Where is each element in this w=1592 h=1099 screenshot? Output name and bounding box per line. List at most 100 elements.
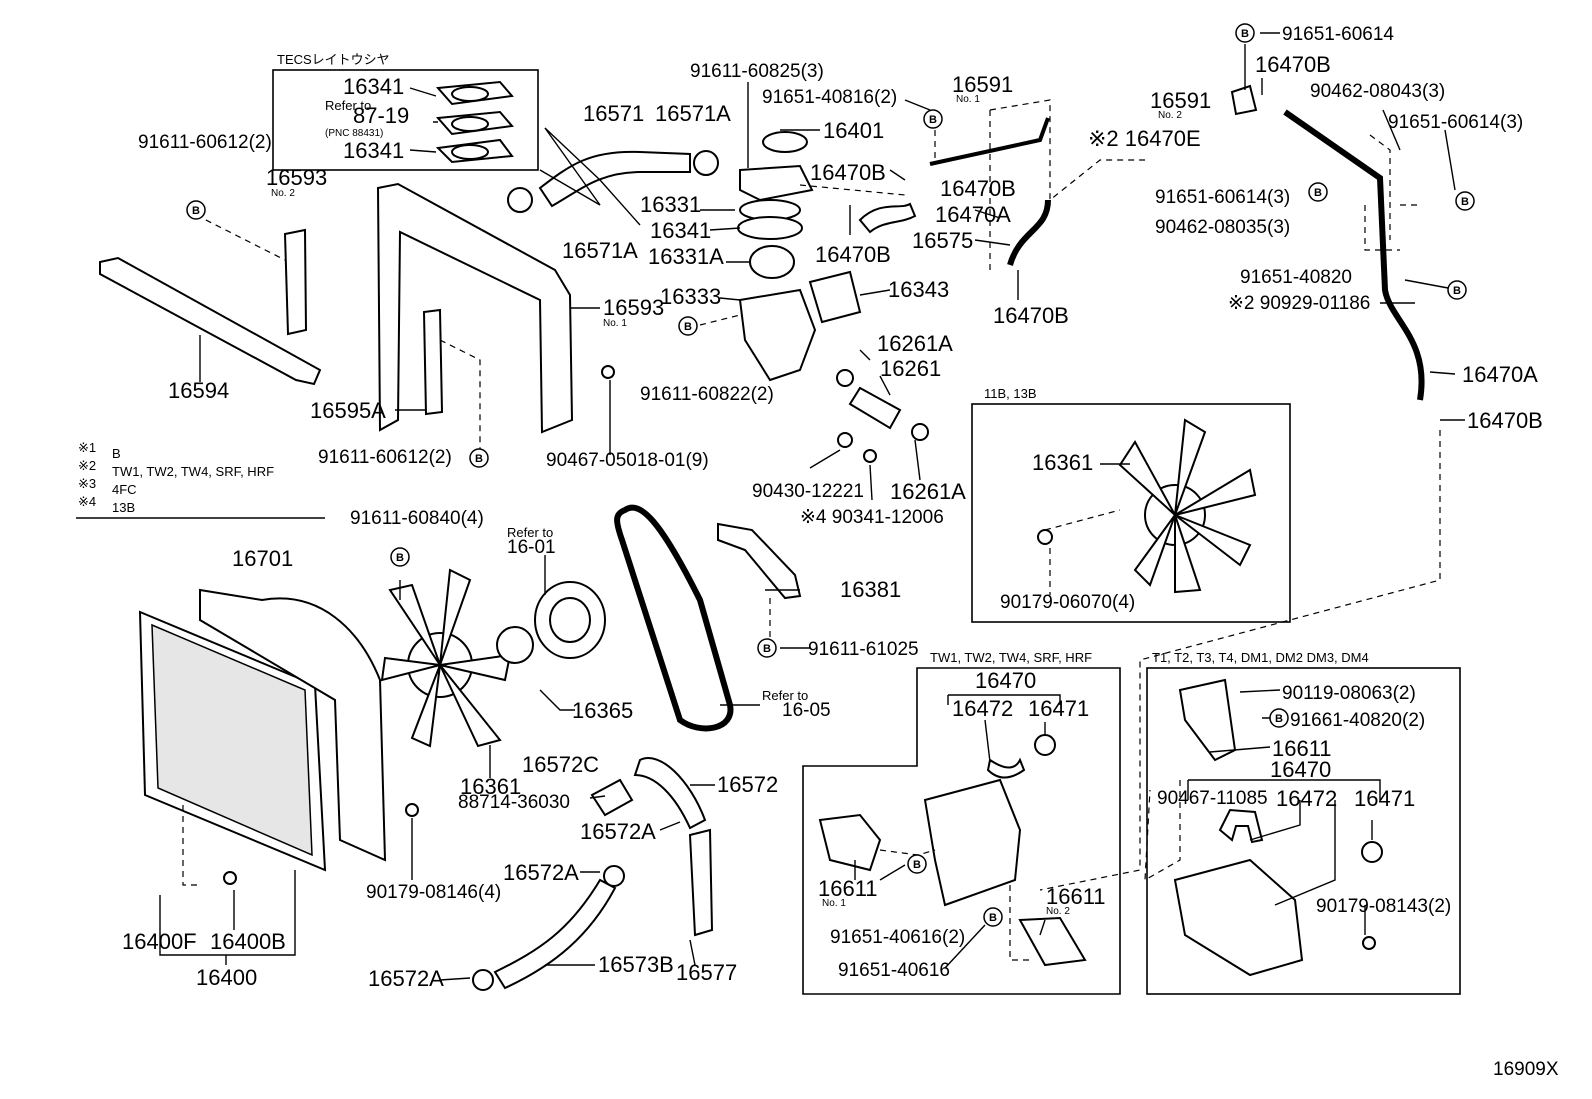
part-label: 90119-08063(2) <box>1282 683 1416 704</box>
tecs-box: TECSレイトウシヤ 16341 Refer to 87-19 (PNC 884… <box>272 52 539 171</box>
part-label: 91611-60822(2) <box>640 384 774 405</box>
part-label: 16470B <box>810 160 886 185</box>
cooling-fan-13b-drawing <box>1037 418 1257 594</box>
part-label: 16595A <box>310 398 386 423</box>
part-label: 90462-08043(3) <box>1310 81 1445 102</box>
note-2-text: TW1, TW2, TW4, SRF, HRF <box>112 464 274 479</box>
part-label: 91651-60614 <box>1282 24 1394 45</box>
refer-ref: 16-05 <box>782 700 831 721</box>
part-label: ※4 90341-12006 <box>800 507 944 528</box>
svg-text:B: B <box>1314 187 1322 199</box>
reservoir-t1-drawing <box>1173 678 1383 977</box>
part-label: 16572 <box>717 772 778 797</box>
part-label: 16611 <box>818 876 878 901</box>
hose-16572-drawing <box>633 757 707 830</box>
tecs-part-2: 16341 <box>343 138 404 163</box>
bypass-hose-drawing <box>848 386 902 430</box>
part-label: 16470 <box>975 668 1036 693</box>
radiator-shroud-drawing <box>376 182 574 434</box>
part-label: 16572C <box>522 752 599 777</box>
water-outlet-drawing <box>739 164 814 202</box>
part-label: 16591 <box>952 72 1013 97</box>
hose-clamp-icon <box>911 423 929 441</box>
part-label: 16400F <box>122 929 197 954</box>
tecs-ref-num: 87-19 <box>353 103 409 128</box>
part-label: 16261A <box>890 479 966 504</box>
part-label: 16572A <box>503 860 579 885</box>
water-inlet-housing-drawing <box>738 288 817 382</box>
part-label: 16573B <box>598 952 674 977</box>
note-3-mark: ※3 <box>78 476 96 491</box>
part-label: 90179-08143(2) <box>1316 896 1451 917</box>
part-label: 16572A <box>580 819 656 844</box>
radiator-drawing <box>138 588 387 872</box>
part-label: 16333 <box>660 284 721 309</box>
figure-id: 16909X <box>1493 1059 1559 1080</box>
bolt-badge: B <box>1235 23 1255 43</box>
bolt-badge: B <box>1308 182 1328 202</box>
fan-13b-title: 11B, 13B <box>984 386 1037 401</box>
drain-cock-icon <box>223 871 237 885</box>
t1-box-title: T1, T2, T3, T4, DM1, DM2 DM3, DM4 <box>1152 650 1369 665</box>
part-label: 16470B <box>1467 408 1543 433</box>
bolt-badge: B <box>469 448 489 468</box>
fan-13b-box: 11B, 13B <box>971 386 1291 623</box>
gasket-drawing <box>737 216 803 240</box>
part-label: 91651-60614(3) <box>1155 187 1290 208</box>
svg-text:B: B <box>1241 28 1249 40</box>
bolt-icon <box>601 365 615 379</box>
svg-text:B: B <box>913 859 921 871</box>
hose-clamp-icon <box>836 369 854 387</box>
part-label: 88714-36030 <box>458 792 570 813</box>
thermostat-drawing <box>749 245 795 279</box>
bracket-drawing <box>1230 84 1258 116</box>
part-label: 16401 <box>823 118 884 143</box>
note-1-text: B <box>112 446 121 461</box>
nut-icon <box>405 803 419 817</box>
outlet-plate-drawing <box>808 270 862 324</box>
bolt-badge: B <box>678 316 698 336</box>
upper-hose-drawing <box>538 150 691 208</box>
water-bypass-pipe-drawing <box>929 117 1050 166</box>
part-label: 16331A <box>648 244 724 269</box>
support-bracket-no2-drawing <box>283 228 308 336</box>
part-label: 16341 <box>650 218 711 243</box>
part-label: 91651-40820 <box>1240 267 1352 288</box>
svg-text:B: B <box>475 453 483 465</box>
bolt-badge: B <box>757 638 777 658</box>
seal-plate-drawing <box>422 308 444 416</box>
leader-lines <box>159 32 1465 981</box>
svg-text:B: B <box>1461 196 1469 208</box>
sub-label: No. 1 <box>603 318 627 329</box>
note-1-mark: ※1 <box>78 440 96 455</box>
sub-label: No. 1 <box>956 94 980 105</box>
part-label: 16361 <box>460 774 521 799</box>
tecs-gasket-icon <box>409 80 514 164</box>
part-label: 91611-60825(3) <box>690 61 824 82</box>
note-4-mark: ※4 <box>78 494 96 509</box>
svg-text:B: B <box>684 321 692 333</box>
bolt-badge: B <box>983 907 1003 927</box>
part-label: 16470B <box>993 303 1069 328</box>
part-label: 90179-06070(4) <box>1000 592 1135 613</box>
part-label: ※2 90929-01186 <box>1228 293 1370 314</box>
sub-label: No. 2 <box>271 188 295 199</box>
hose-clamp-icon <box>472 969 494 991</box>
part-labels: 16571 16571A 16571A 91611-60825(3) 91651… <box>122 24 1559 1080</box>
refer-to-label: Refer to <box>507 525 553 540</box>
water-outlet-cap-drawing <box>762 131 808 153</box>
part-label: 16343 <box>888 277 949 302</box>
part-label: 91611-60840(4) <box>350 508 484 529</box>
svg-text:B: B <box>1275 713 1283 725</box>
part-label: 16611 <box>1272 736 1332 761</box>
radiator-support-drawing <box>99 256 322 386</box>
plug-icon <box>837 432 853 448</box>
svg-text:B: B <box>1453 285 1461 297</box>
part-label: 16470 <box>1270 757 1331 782</box>
part-label: 16472 <box>952 696 1013 721</box>
hose-16470a-drawing <box>858 202 917 234</box>
refer-to-label: Refer to <box>762 688 808 703</box>
part-label: 16400 <box>196 965 257 990</box>
part-label: 91611-60612(2) <box>138 132 272 153</box>
